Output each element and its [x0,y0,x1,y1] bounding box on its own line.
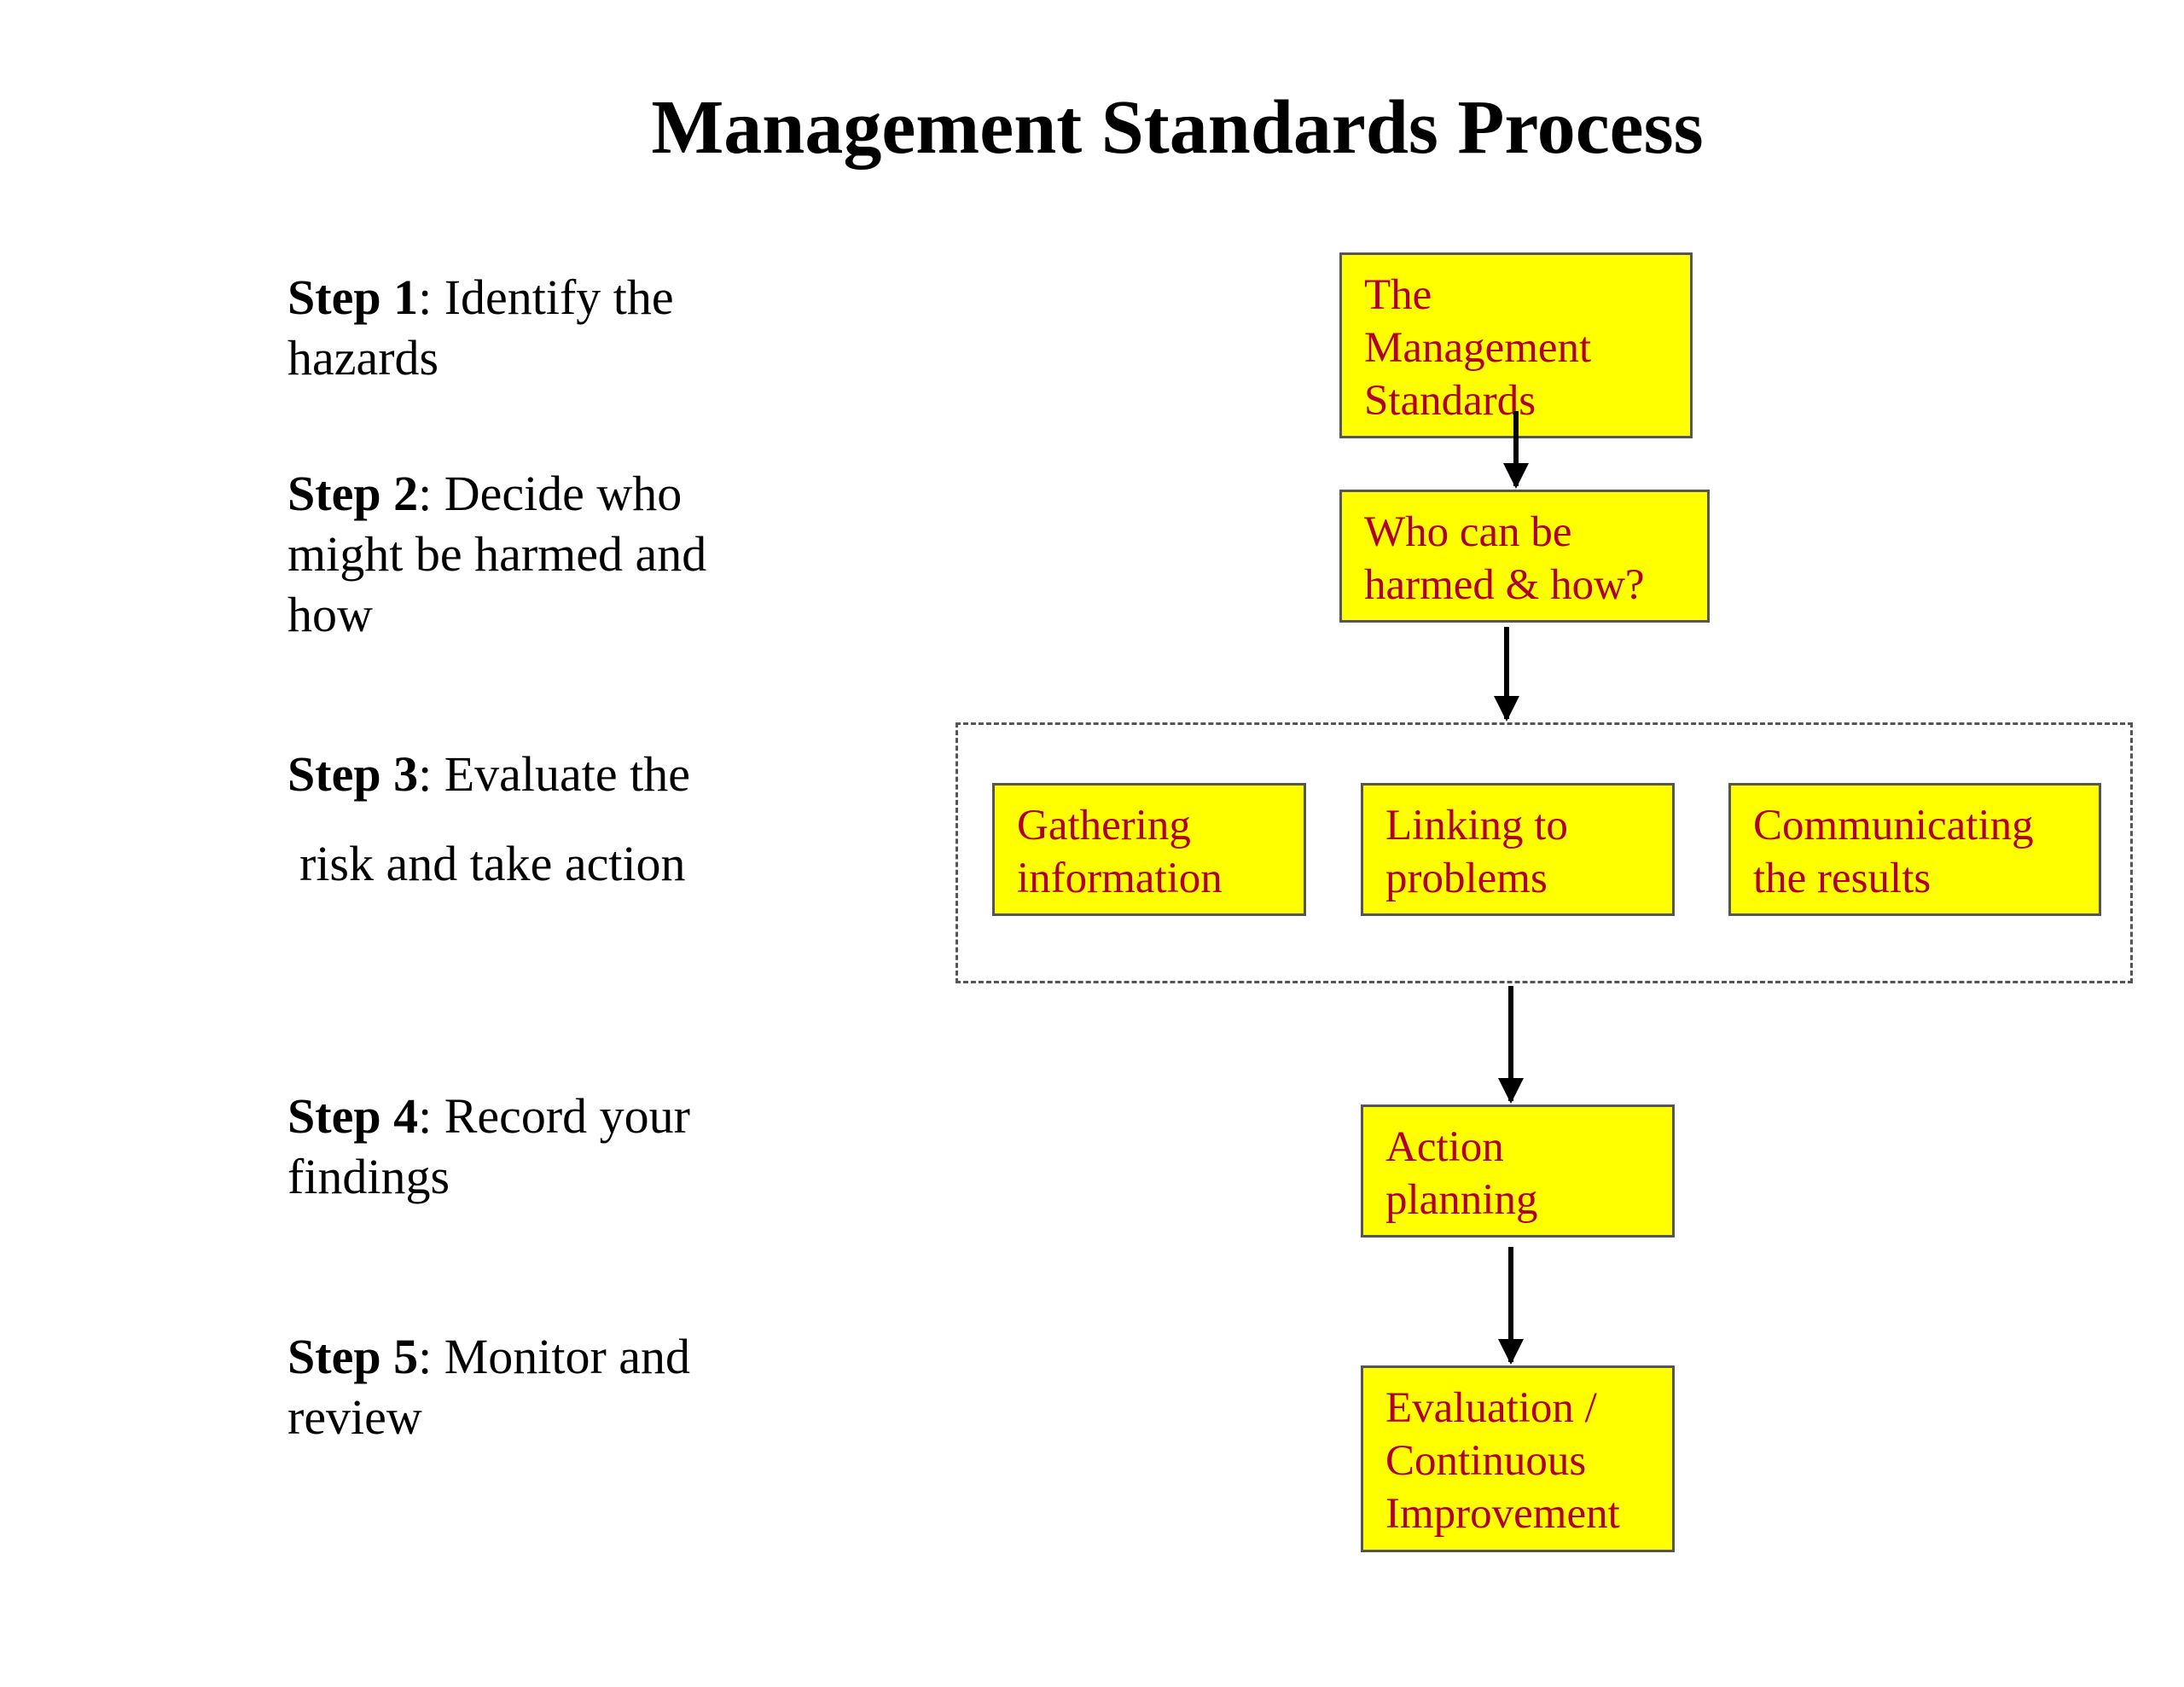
step-4-text-line2: findings [288,1149,450,1204]
step-5-label: Step 5 [288,1329,419,1384]
step-2: Step 2: Decide who might be harmed and h… [288,463,765,645]
step-3-text: : Evaluate the [418,746,690,802]
step-5-text: : Monitor and [418,1329,691,1384]
step-4: Step 4: Record your findings [288,1086,765,1207]
step-2-text-line3: how [288,587,373,642]
step-5: Step 5: Monitor and review [288,1326,765,1447]
linking-problems-box: Linking to problems [1361,783,1675,916]
step-3-text-line2: risk and take action [299,836,686,891]
step-4-text: : Record your [418,1088,690,1144]
step-1-label: Step 1 [288,270,419,325]
step-1-text-line2: hazards [288,330,439,386]
who-harmed-box: Who can be harmed & how? [1339,490,1710,623]
step-5-text-line2: review [288,1389,422,1445]
communicating-results-box: Communicating the results [1728,783,2101,916]
step-3: Step 3: Evaluate the risk and take actio… [288,744,765,894]
page-title: Management Standards Process [651,85,1704,170]
step-2-text-line2: might be harmed and [288,526,707,582]
step-2-text: : Decide who [418,466,682,521]
step-2-label: Step 2 [288,466,419,521]
evaluation-improvement-box: Evaluation / Continuous Improvement [1361,1365,1675,1552]
step-3-label: Step 3 [288,746,419,802]
step-1-text: : Identify the [418,270,674,325]
step-1: Step 1: Identify the hazards [288,267,765,388]
step-4-label: Step 4 [288,1088,419,1144]
gathering-information-box: Gathering information [992,783,1306,916]
action-planning-box: Action planning [1361,1104,1675,1238]
evaluation-group-frame [956,722,2133,983]
